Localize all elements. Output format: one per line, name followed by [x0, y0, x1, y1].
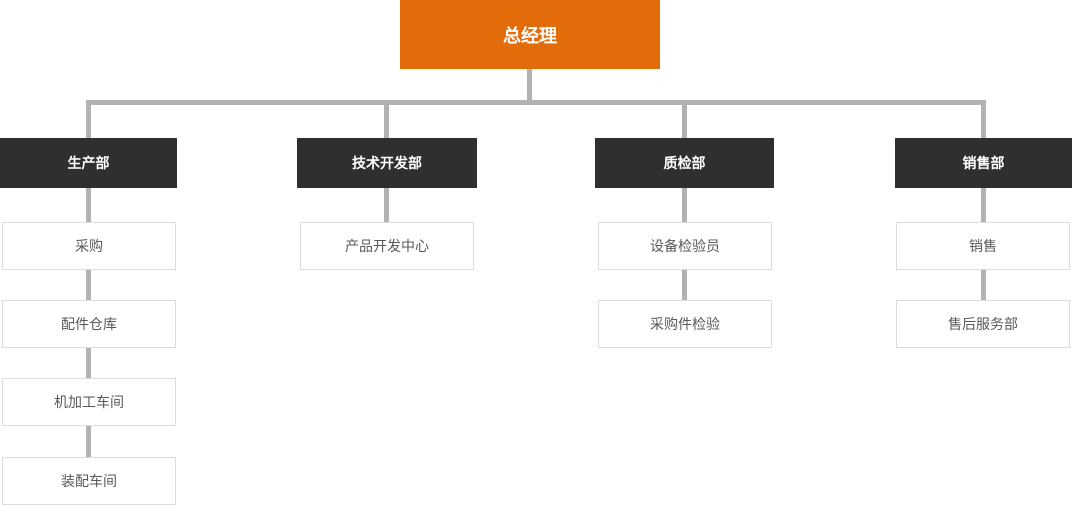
connector-drop-qc [682, 100, 687, 138]
connector-machining-to-assembly [86, 426, 91, 457]
connector-procurement-to-parts-warehouse [86, 270, 91, 300]
node-equipment-inspector[interactable]: 设备检验员 [598, 222, 772, 270]
node-tech-dev-dept[interactable]: 技术开发部 [297, 138, 477, 188]
connector-tech-dev-to-product-dev [384, 188, 389, 222]
node-sales[interactable]: 销售 [896, 222, 1070, 270]
node-assembly-workshop[interactable]: 装配车间 [2, 457, 176, 505]
connector-qc-to-equipment-inspector [682, 188, 687, 222]
connector-horizontal-rail [86, 100, 986, 105]
node-product-dev-center[interactable]: 产品开发中心 [300, 222, 474, 270]
connector-parts-warehouse-to-machining [86, 348, 91, 378]
connector-equipment-to-purchased-parts [682, 270, 687, 300]
connector-sales-to-after-sales [981, 270, 986, 300]
connector-root-trunk [527, 69, 532, 102]
node-after-sales-service[interactable]: 售后服务部 [896, 300, 1070, 348]
node-sales-dept[interactable]: 销售部 [895, 138, 1072, 188]
connector-drop-production [86, 100, 91, 138]
connector-drop-tech-dev [384, 100, 389, 138]
node-qc-dept[interactable]: 质检部 [595, 138, 774, 188]
node-procurement[interactable]: 采购 [2, 222, 176, 270]
node-machining-workshop[interactable]: 机加工车间 [2, 378, 176, 426]
node-purchased-parts-inspection[interactable]: 采购件检验 [598, 300, 772, 348]
node-general-manager[interactable]: 总经理 [400, 0, 660, 69]
connector-sales-dept-to-sales [981, 188, 986, 222]
connector-drop-sales [981, 100, 986, 138]
node-production-dept[interactable]: 生产部 [0, 138, 177, 188]
node-parts-warehouse[interactable]: 配件仓库 [2, 300, 176, 348]
connector-production-to-procurement [86, 188, 91, 222]
